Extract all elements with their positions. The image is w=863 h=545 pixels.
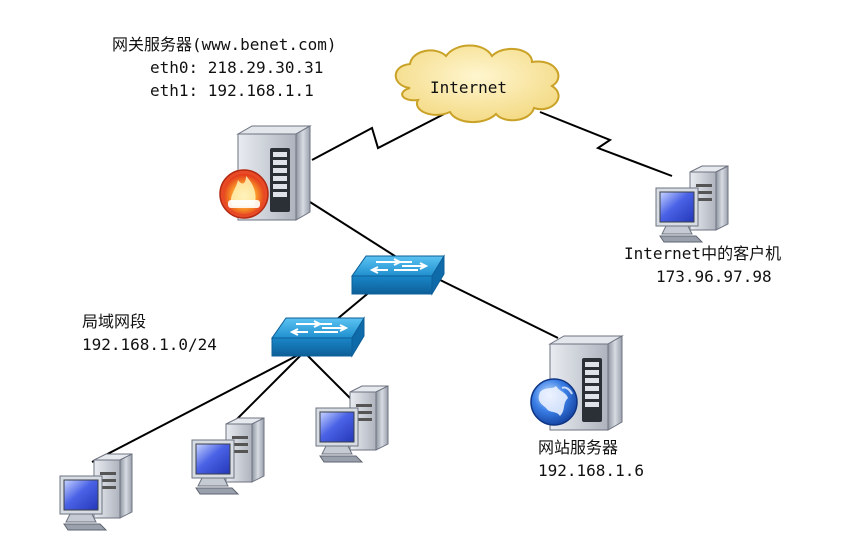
client-title: Internet中的客户机 bbox=[624, 244, 782, 263]
core-switch-icon bbox=[351, 255, 445, 295]
link-switch-lanswitch bbox=[335, 289, 373, 321]
gateway-title: 网关服务器(www.benet.com) bbox=[112, 35, 337, 54]
lan-switch-icon bbox=[271, 317, 365, 357]
lan-subnet: 192.168.1.0/24 bbox=[82, 335, 217, 354]
client-ip: 173.96.97.98 bbox=[656, 267, 772, 286]
lan-client-1-icon bbox=[59, 453, 133, 531]
link-lanswitch-pc3 bbox=[303, 351, 357, 405]
link-lanswitch-pc2 bbox=[227, 351, 305, 429]
link-switch-webserver bbox=[431, 275, 559, 339]
lan-client-3-icon bbox=[315, 385, 389, 463]
link-gateway-internet bbox=[311, 111, 449, 161]
lan-client-2-icon bbox=[191, 417, 265, 495]
link-gateway-switch bbox=[309, 201, 399, 259]
globe-icon bbox=[530, 378, 578, 426]
gateway-eth0: eth0: 218.29.30.31 bbox=[150, 58, 324, 77]
web-server-title: 网站服务器 bbox=[538, 438, 619, 457]
firewall-icon bbox=[219, 169, 269, 219]
gateway-eth1: eth1: 192.168.1.1 bbox=[150, 81, 314, 100]
internet-client-icon bbox=[655, 165, 729, 243]
link-lanswitch-pc1 bbox=[91, 351, 305, 463]
internet-label: Internet bbox=[430, 78, 508, 97]
web-server-ip: 192.168.1.6 bbox=[538, 461, 644, 480]
lan-title: 局域网段 bbox=[82, 312, 147, 331]
link-internet-client bbox=[539, 111, 673, 177]
links bbox=[91, 111, 673, 463]
internet-cloud bbox=[394, 44, 560, 123]
